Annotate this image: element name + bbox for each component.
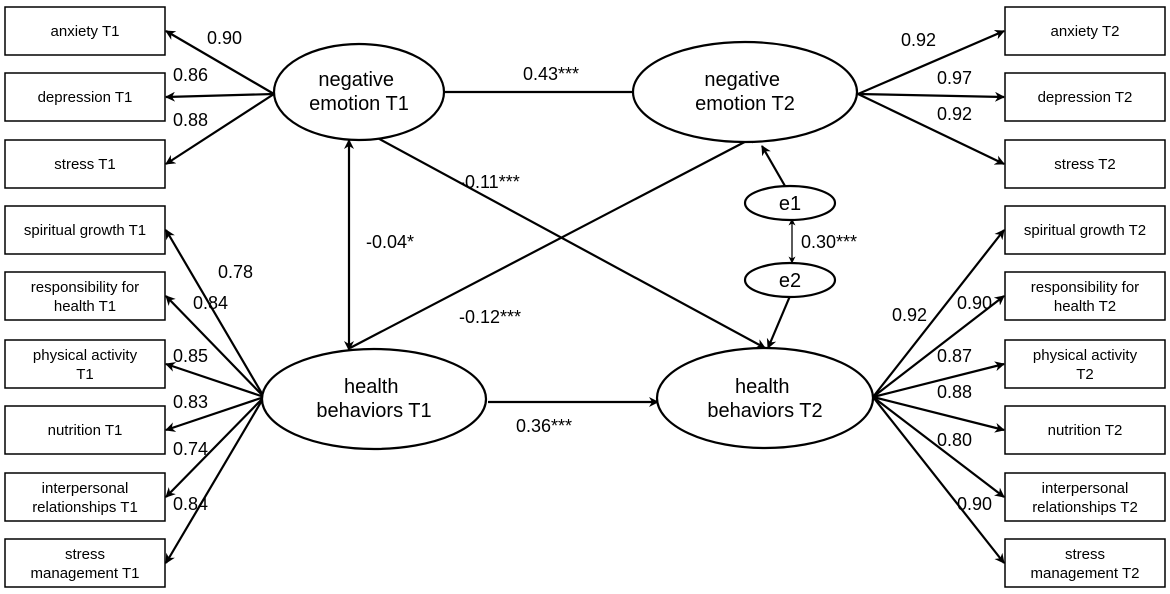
indicator-box-t1-3 bbox=[4, 205, 166, 255]
loading-arrow-hb_t1-5 bbox=[165, 396, 265, 564]
indicator-label: depression T2 bbox=[1038, 89, 1133, 106]
loading-arrow-hb_t1-0 bbox=[165, 229, 265, 398]
indicator-box-t2-7 bbox=[1004, 472, 1166, 522]
loading-coef-neg_t1-0: 0.90 bbox=[207, 28, 242, 48]
error-label: e1 bbox=[779, 193, 801, 215]
latent-negative-emotion-t2 bbox=[631, 40, 859, 144]
indicator-label: spiritual growth T1 bbox=[24, 222, 146, 239]
coef-error-covariance: 0.30*** bbox=[801, 232, 857, 252]
loading-coef-hb_t2-0: 0.92 bbox=[892, 305, 927, 325]
indicator-box-t2-6 bbox=[1004, 405, 1166, 455]
loading-arrow-hb_t2-5 bbox=[872, 396, 1005, 564]
loading-coef-neg_t1-1: 0.86 bbox=[173, 65, 208, 85]
indicator-box-t1-0 bbox=[4, 6, 166, 56]
latent-label: negative emotion T1 bbox=[309, 69, 409, 115]
loading-coef-hb_t1-2: 0.85 bbox=[173, 346, 208, 366]
indicator-box-t2-4 bbox=[1004, 271, 1166, 321]
coef-hb-t1-to-neg-t2: -0.12*** bbox=[459, 307, 521, 327]
loading-labels: 0.900.860.880.920.970.920.780.840.850.83… bbox=[173, 28, 992, 514]
error-e2 bbox=[743, 261, 837, 299]
loading-coef-hb_t2-2: 0.87 bbox=[937, 346, 972, 366]
coef-neg-t1-to-hb-t2: -0.11*** bbox=[459, 172, 520, 192]
loading-arrow-neg_t1-2 bbox=[165, 93, 275, 165]
loading-coef-hb_t1-5: 0.84 bbox=[173, 494, 208, 514]
coef-neg-t1-to-neg-t2: 0.43*** bbox=[523, 64, 579, 84]
indicator-box-t2-1 bbox=[1004, 72, 1166, 122]
loading-arrow-hb_t1-2 bbox=[165, 362, 265, 399]
loading-arrows bbox=[165, 29, 1005, 564]
indicator-box-t2-2 bbox=[1004, 139, 1166, 189]
coef-hb-t1-to-hb-t2: 0.36*** bbox=[516, 416, 572, 436]
loading-arrow-hb_t2-1 bbox=[872, 295, 1005, 398]
indicator-label: anxiety T1 bbox=[51, 23, 120, 40]
loading-coef-neg_t2-1: 0.97 bbox=[937, 68, 972, 88]
loading-coef-hb_t2-5: 0.90 bbox=[957, 494, 992, 514]
loading-coef-neg_t1-2: 0.88 bbox=[173, 110, 208, 130]
indicator-label: nutrition T2 bbox=[1048, 422, 1123, 439]
loading-arrow-neg_t1-0 bbox=[165, 30, 275, 95]
loading-arrow-neg_t2-2 bbox=[857, 93, 1005, 165]
loading-coef-hb_t1-3: 0.83 bbox=[173, 392, 208, 412]
loading-coef-hb_t2-1: 0.90 bbox=[957, 293, 992, 313]
indicator-label: stress T2 bbox=[1054, 156, 1115, 173]
indicator-box-t2-3 bbox=[1004, 205, 1166, 255]
loading-arrow-hb_t2-0 bbox=[872, 229, 1005, 398]
latent-negative-emotion-t1 bbox=[272, 42, 446, 142]
path-e2-to-hb-t2 bbox=[766, 295, 792, 349]
indicator-box-t1-1 bbox=[4, 72, 166, 122]
loading-coef-hb_t2-4: 0.80 bbox=[937, 430, 972, 450]
indicator-box-t1-6 bbox=[4, 405, 166, 455]
path-hb-t1-to-neg-t2 bbox=[349, 134, 759, 349]
indicators-t2: anxiety T2 depression T2 stress T2 spiritua… bbox=[1004, 6, 1166, 588]
indicator-box-t1-5 bbox=[4, 339, 166, 389]
latent-label: health behaviors T2 bbox=[707, 376, 822, 422]
loading-arrow-hb_t1-4 bbox=[165, 396, 265, 498]
indicators-t1: anxiety T1 depression T1 stress T1 spiritua… bbox=[4, 6, 166, 588]
loading-arrow-hb_t1-1 bbox=[165, 295, 265, 398]
path-neg-t1-to-hb-t2 bbox=[371, 134, 766, 349]
loading-arrow-hb_t2-3 bbox=[872, 395, 1005, 433]
loading-coef-neg_t2-0: 0.92 bbox=[901, 30, 936, 50]
indicator-box-t2-5 bbox=[1004, 339, 1166, 389]
loading-coef-neg_t2-2: 0.92 bbox=[937, 104, 972, 124]
latent-health-behaviors-t2 bbox=[655, 346, 875, 450]
loading-arrow-neg_t1-1 bbox=[165, 91, 275, 102]
loading-coef-hb_t1-0: 0.78 bbox=[218, 262, 253, 282]
error-e1 bbox=[743, 184, 837, 222]
loading-arrow-hb_t2-2 bbox=[872, 361, 1005, 399]
loading-coef-hb_t1-1: 0.84 bbox=[193, 293, 228, 313]
loading-arrow-neg_t2-1 bbox=[857, 91, 1005, 102]
indicator-label: spiritual growth T2 bbox=[1024, 222, 1146, 239]
indicator-label: stress T1 bbox=[54, 156, 115, 173]
loading-arrow-neg_t2-0 bbox=[857, 29, 1005, 96]
indicator-box-t2-0 bbox=[1004, 6, 1166, 56]
indicator-box-t1-8 bbox=[4, 538, 166, 588]
indicator-label: nutrition T1 bbox=[48, 422, 123, 439]
latent-health-behaviors-t1 bbox=[260, 347, 488, 451]
indicator-label: anxiety T2 bbox=[1051, 23, 1120, 40]
path-e1-to-neg-t2 bbox=[761, 145, 786, 187]
coef-t1-covariance: -0.04* bbox=[366, 232, 414, 252]
loading-coef-hb_t2-3: 0.88 bbox=[937, 382, 972, 402]
indicator-label: depression T1 bbox=[38, 89, 133, 106]
loading-coef-hb_t1-4: 0.74 bbox=[173, 439, 208, 459]
indicator-box-t1-7 bbox=[4, 472, 166, 522]
loading-arrow-hb_t1-3 bbox=[165, 395, 265, 432]
latent-label: negative emotion T2 bbox=[695, 69, 795, 115]
error-label: e2 bbox=[779, 270, 801, 292]
loading-arrow-hb_t2-4 bbox=[872, 396, 1005, 498]
latent-label: health behaviors T1 bbox=[316, 376, 431, 422]
indicator-box-t1-4 bbox=[4, 271, 166, 321]
indicator-box-t2-8 bbox=[1004, 538, 1166, 588]
indicator-box-t1-2 bbox=[4, 139, 166, 189]
